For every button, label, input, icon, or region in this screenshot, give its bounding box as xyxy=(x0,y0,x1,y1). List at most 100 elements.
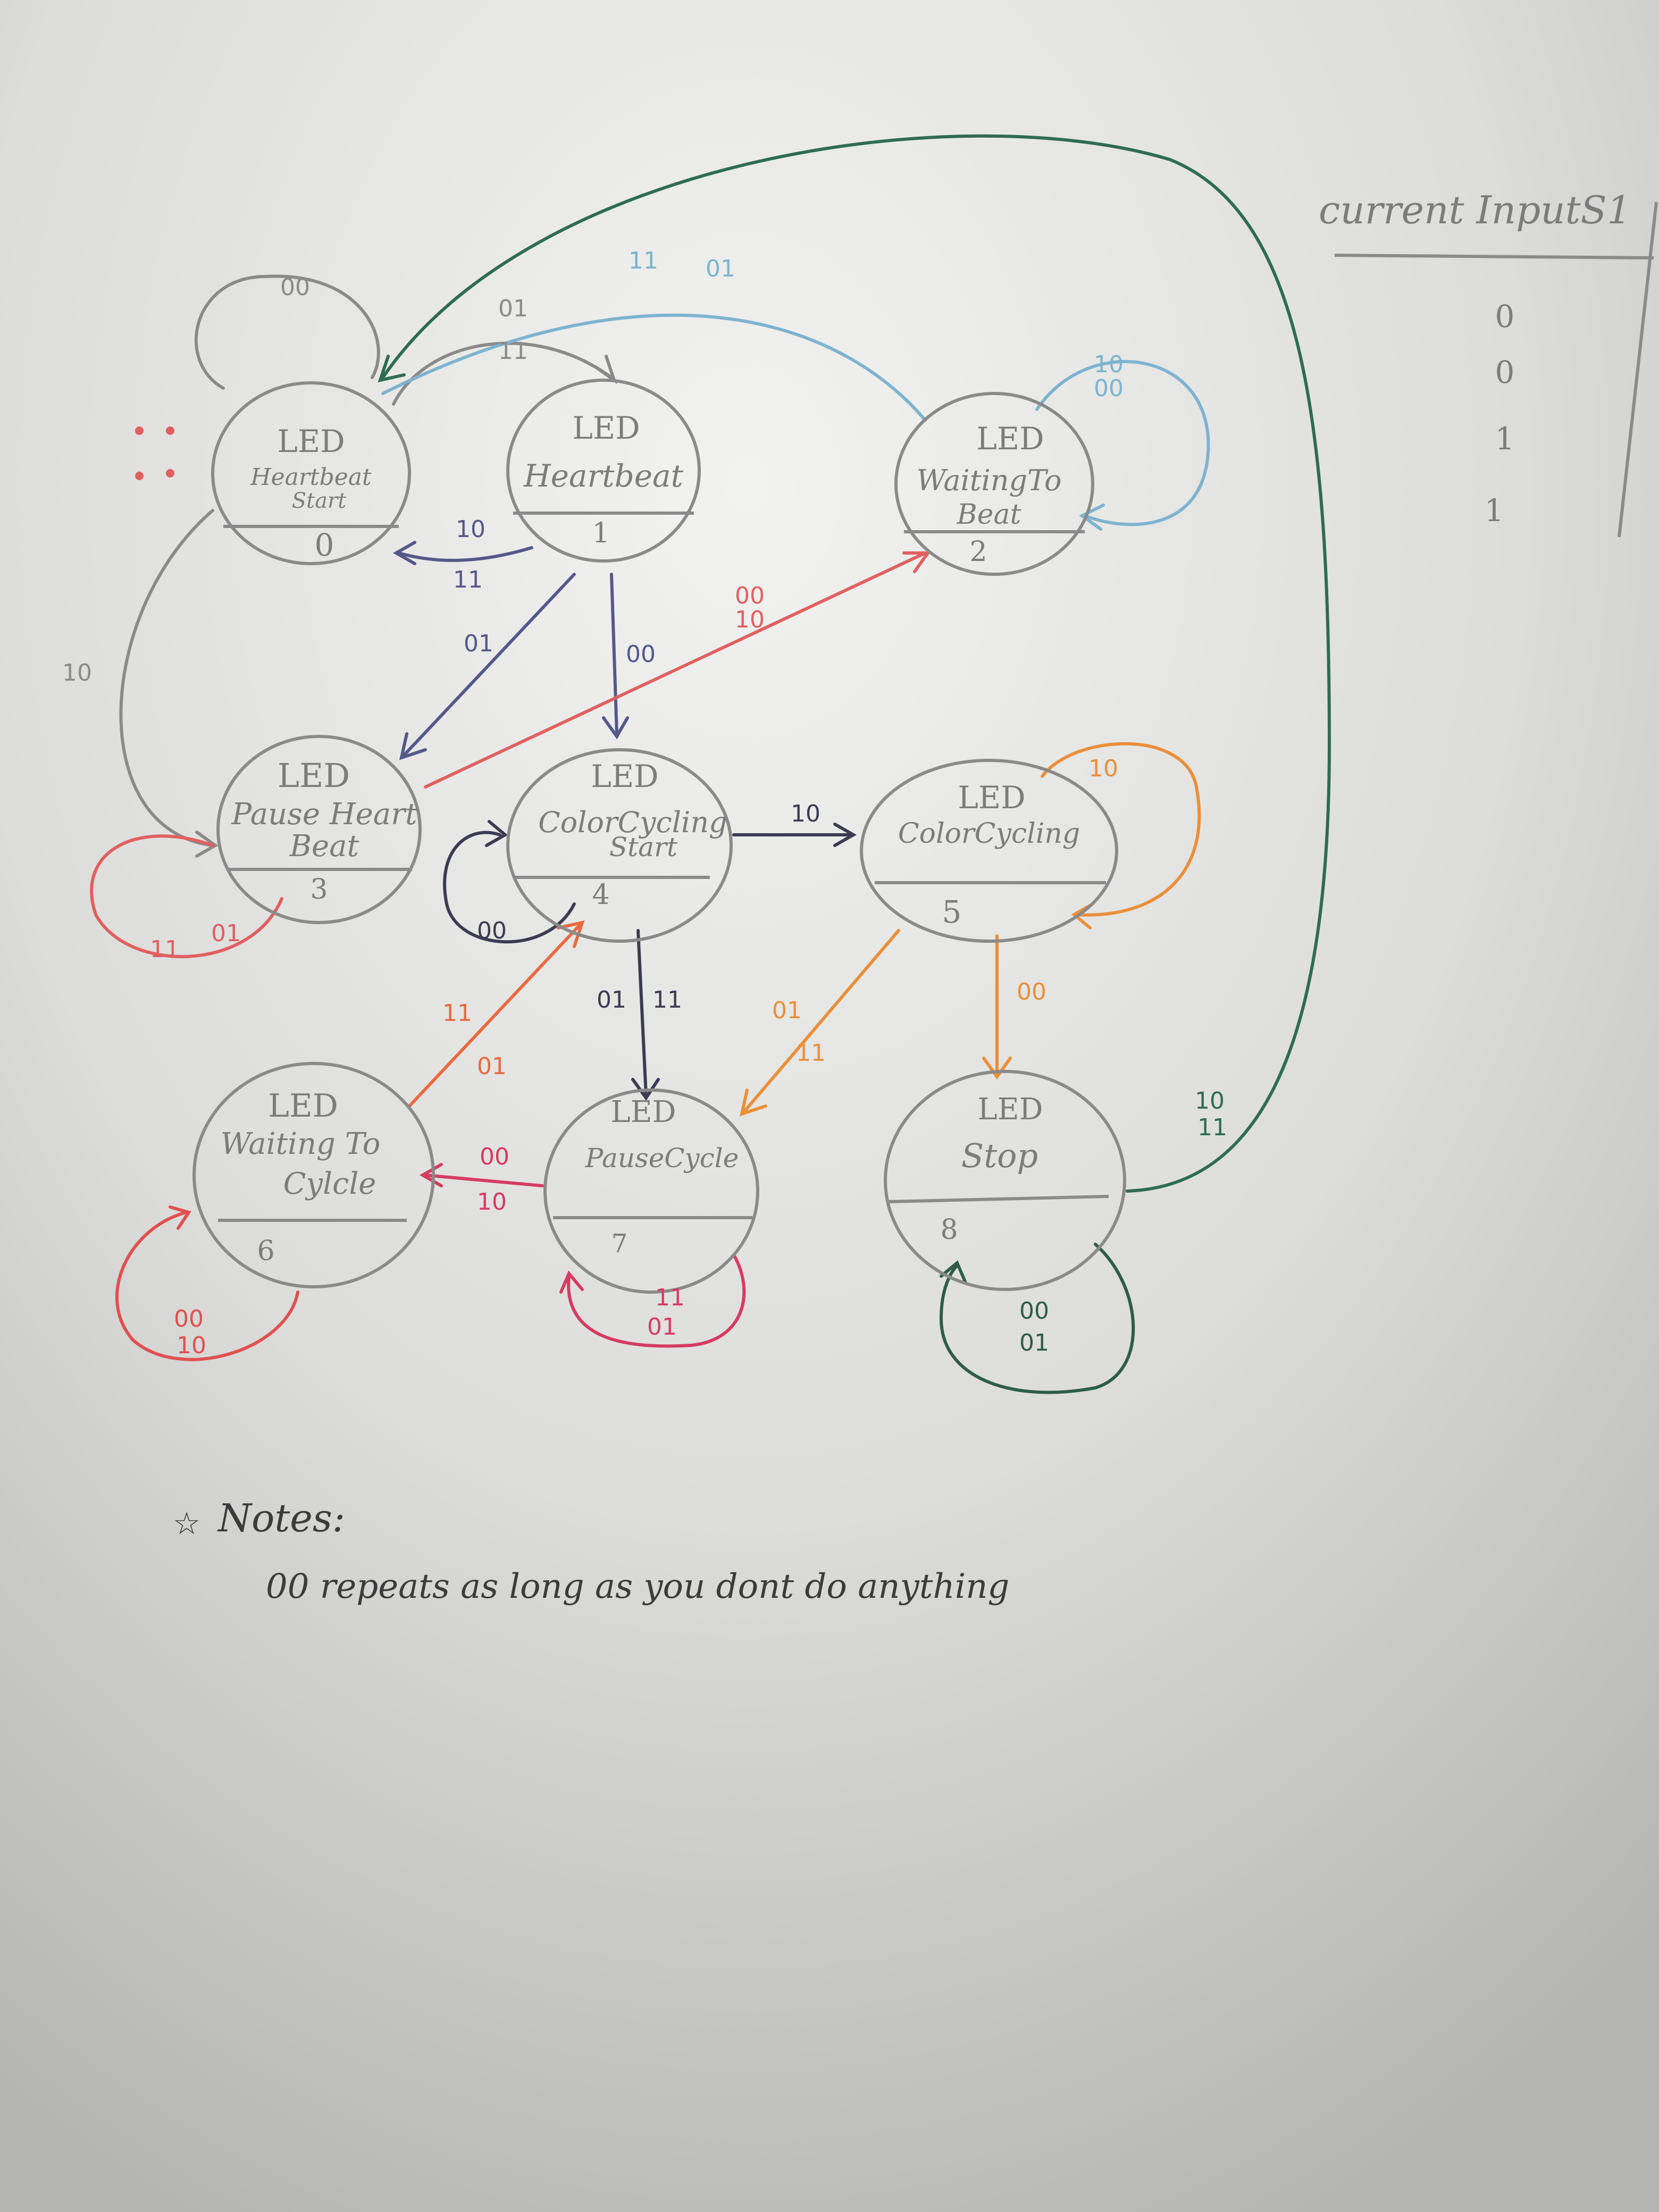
state-s5-line2: ColorCycling xyxy=(898,818,1080,850)
state-s4 xyxy=(506,748,733,943)
table-value-3: 1 xyxy=(1485,492,1504,529)
edge-s1-s4-label: 00 xyxy=(626,641,656,668)
edge-s1-s4 xyxy=(610,573,618,735)
edge-s0-loop xyxy=(194,274,380,390)
edge-s3-s2 xyxy=(424,551,927,789)
edge-s4-loop-label: 00 xyxy=(477,917,507,944)
input-table: current InputS1 0 0 1 1 xyxy=(1319,188,1658,538)
edge-s8-loop-label-2: 01 xyxy=(1019,1329,1049,1356)
table-value-2: 1 xyxy=(1495,421,1515,457)
state-s1 xyxy=(506,379,701,563)
edge-s8-loop xyxy=(939,1243,1135,1394)
state-s7-number: 7 xyxy=(611,1229,628,1259)
edge-s2-s0 xyxy=(381,313,927,422)
edge-s6-loop-label-2: 10 xyxy=(177,1332,206,1359)
state-s3-line1: LED xyxy=(278,756,350,795)
state-s8 xyxy=(884,1070,1126,1291)
state-s7-line1: LED xyxy=(611,1095,676,1129)
edge-s4-loop xyxy=(443,831,576,944)
edge-s2-s0-label-2: 01 xyxy=(706,255,735,282)
state-labels: LED Heartbeat Start 0 LED Heartbeat 1 LE… xyxy=(221,410,1080,1267)
state-s1-line1: LED xyxy=(572,410,640,446)
edge-s8-s0-label-2: 11 xyxy=(1197,1114,1227,1141)
edge-s4-s5-label: 10 xyxy=(791,800,820,827)
state-s7-line2: PauseCycle xyxy=(585,1143,739,1174)
state-s3-line3: Beat xyxy=(289,829,359,864)
edge-s5-s7 xyxy=(743,929,900,1113)
edge-s1-s0-label-2: 11 xyxy=(453,566,483,593)
edge-s6-loop xyxy=(115,1211,299,1361)
state-s5 xyxy=(860,759,1118,943)
edge-s8-s0-label-1: 10 xyxy=(1195,1087,1225,1115)
state-s6-line2: Waiting To xyxy=(221,1127,381,1161)
edge-s8-s0 xyxy=(381,134,1331,1193)
red-dots xyxy=(135,426,174,480)
edge-s3-loop-label-2: 01 xyxy=(211,920,241,947)
edge-s0-s3 xyxy=(119,509,214,847)
state-s2-number: 2 xyxy=(969,536,987,568)
state-s0-number: 0 xyxy=(315,527,334,563)
state-s1-line2: Heartbeat xyxy=(523,458,684,494)
edge-s3-loop xyxy=(90,834,283,959)
edge-s7-loop-label-2: 01 xyxy=(647,1313,677,1340)
state-s2-line2: WaitingTo xyxy=(917,464,1062,497)
edge-s2-loop-label-2: 00 xyxy=(1094,375,1124,402)
edge-s5-s7-label-2: 11 xyxy=(796,1040,826,1067)
state-s2 xyxy=(894,392,1094,576)
edge-s0-s3-label: 10 xyxy=(62,659,92,686)
transitions xyxy=(90,134,1331,1394)
edge-s3-loop-label-1: 11 xyxy=(150,936,180,963)
state-s6-number: 6 xyxy=(257,1235,274,1267)
edge-s6-s4-label-2: 01 xyxy=(477,1053,507,1080)
state-s4-line2: ColorCycling xyxy=(538,806,727,839)
edge-s6-s4 xyxy=(408,924,581,1108)
table-value-1: 0 xyxy=(1495,354,1515,390)
edge-s4-s7-label-2: 11 xyxy=(652,986,682,1013)
table-header: current InputS1 xyxy=(1319,188,1631,232)
notes: ☆ Notes: 00 repeats as long as you dont … xyxy=(173,1496,1009,1606)
state-s2-line3: Beat xyxy=(957,499,1021,531)
state-s2-line1: LED xyxy=(976,421,1044,457)
state-s3-number: 3 xyxy=(310,874,328,906)
edge-s0-loop-label: 00 xyxy=(280,274,310,301)
state-s4-number: 4 xyxy=(592,879,609,911)
edge-s1-s0-label-1: 10 xyxy=(456,516,485,543)
state-s4-line3: Start xyxy=(609,832,678,862)
state-s3 xyxy=(216,735,422,924)
state-s0-line3: Start xyxy=(292,489,347,513)
state-s1-number: 1 xyxy=(592,517,609,549)
edge-s6-s4-label-1: 11 xyxy=(442,1000,472,1027)
state-s3-line2: Pause Heart xyxy=(231,797,417,832)
state-s0 xyxy=(211,381,411,565)
edge-s4-s7-label-1: 01 xyxy=(597,986,626,1013)
edge-s7-s6 xyxy=(424,1174,544,1187)
edge-s1-s0 xyxy=(397,546,533,562)
edge-s4-s7 xyxy=(636,929,648,1097)
edge-s0-s1-label-2: 11 xyxy=(498,338,528,365)
state-s7 xyxy=(543,1088,759,1294)
state-s0-line1: LED xyxy=(277,423,345,459)
edge-s2-loop-label-1: 10 xyxy=(1094,351,1124,378)
edge-s7-s6-label-1: 00 xyxy=(480,1143,509,1170)
state-s6-line1: LED xyxy=(268,1087,338,1125)
edge-s5-s8-label: 00 xyxy=(1017,978,1046,1006)
edge-s3-s2-label-1: 00 xyxy=(735,582,765,609)
edge-s1-s3 xyxy=(403,573,576,757)
edge-s7-s6-label-2: 10 xyxy=(477,1188,507,1216)
state-s8-line2: Stop xyxy=(961,1136,1038,1175)
edge-s3-s2-label-2: 10 xyxy=(735,606,765,633)
edge-s5-s7-label-1: 01 xyxy=(772,997,802,1024)
edge-s7-loop-label-1: 11 xyxy=(655,1284,685,1311)
state-s8-number: 8 xyxy=(940,1214,958,1246)
state-s5-number: 5 xyxy=(942,894,962,930)
notes-heading: Notes: xyxy=(217,1496,345,1540)
state-s8-line1: LED xyxy=(978,1092,1043,1127)
edge-s2-s0-label-1: 11 xyxy=(629,247,658,274)
edge-s2-loop xyxy=(1035,360,1210,526)
edge-s6-loop-label-1: 00 xyxy=(174,1305,204,1333)
state-s6 xyxy=(192,1062,435,1288)
state-s6-line3: Cylcle xyxy=(283,1167,376,1201)
edge-s5-loop-label: 10 xyxy=(1088,755,1118,782)
state-s4-line1: LED xyxy=(591,758,658,794)
